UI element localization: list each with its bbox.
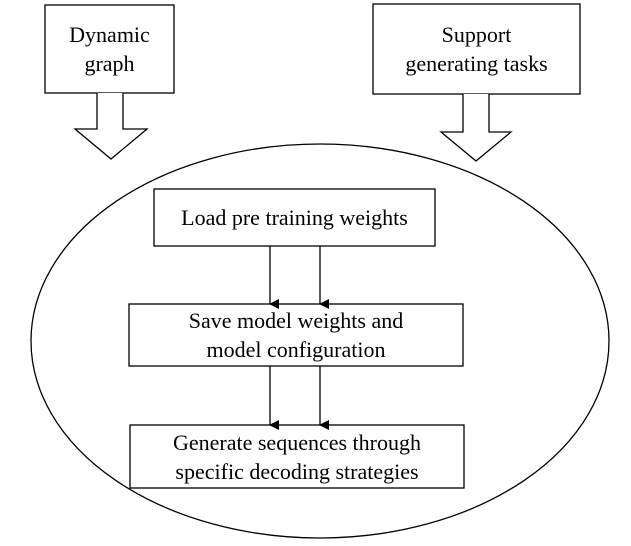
generate-sequences-line2: specific decoding strategies [175,458,419,484]
load-weights-label: Load pre training weights [154,189,435,246]
save-weights-box [128,303,464,367]
generate-sequences-box [129,424,465,489]
load-weights-line1: Load pre training weights [181,205,408,230]
hollow-arrow-right [439,94,513,162]
dynamic-graph-line1: Dynamic [69,22,150,47]
support-tasks-box [372,3,581,95]
process-ellipse [30,143,610,539]
support-tasks-line1: Support [441,22,512,47]
save-weights-line2: model configuration [206,337,386,362]
generate-sequences-line1: Generate sequences through [172,429,421,455]
load-weights-box [153,188,436,247]
dynamic-graph-label: Dynamic graph [45,5,174,93]
save-weights-label: Save model weights and model configurati… [129,304,463,366]
dynamic-graph-line2: graph [84,51,135,76]
generate-sequences-label: Generate sequences through specific deco… [130,425,464,488]
support-tasks-line2: generating tasks [405,51,548,76]
support-tasks-label: Support generating tasks [373,4,580,94]
save-weights-line1: Save model weights and [188,308,404,333]
hollow-arrow-left [73,93,149,160]
